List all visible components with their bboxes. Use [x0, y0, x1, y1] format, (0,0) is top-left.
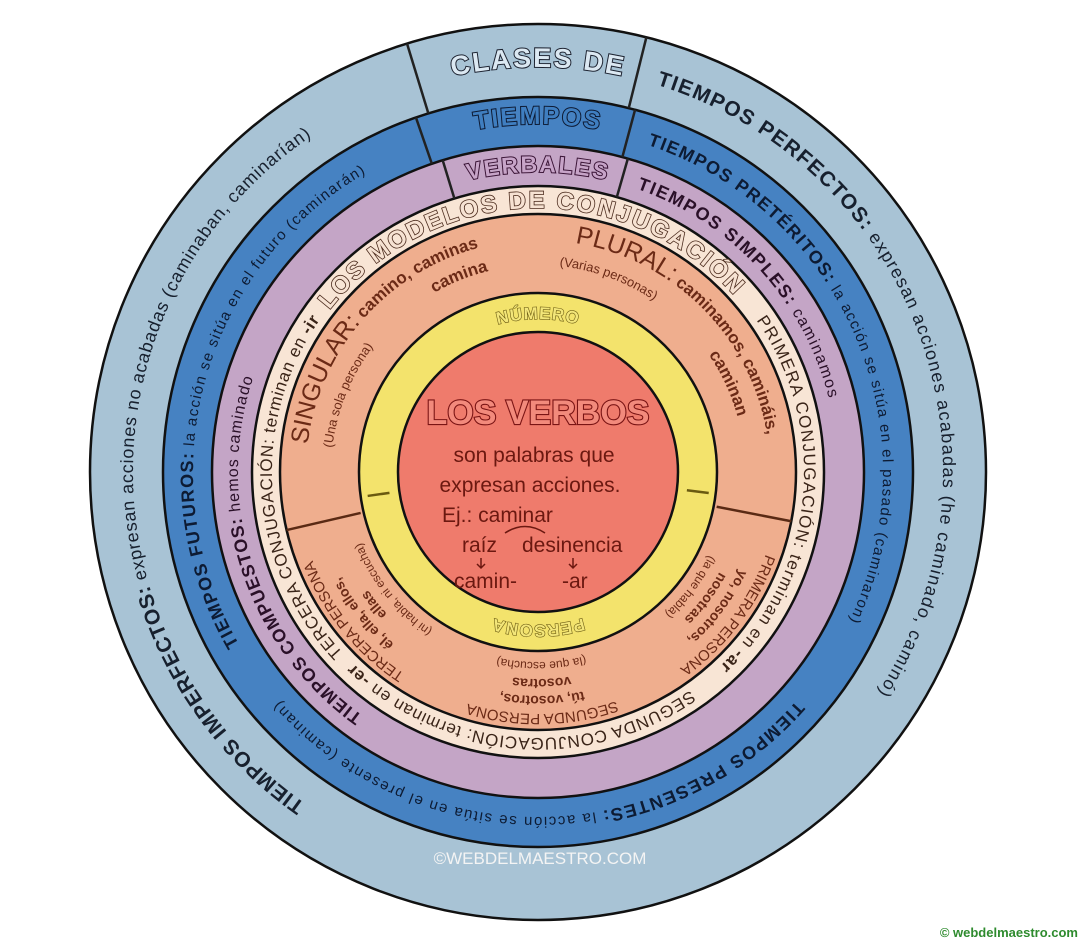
divider-line	[414, 117, 434, 165]
divider-line	[615, 158, 630, 198]
watermark: ©WEBDELMAESTRO.COM	[434, 849, 647, 868]
credit-text: © webdelmaestro.com	[940, 925, 1078, 940]
root-example: camin-	[454, 570, 517, 593]
example-word: Ej.: caminar	[442, 504, 553, 527]
arrow-down-icon	[476, 558, 486, 570]
divider-tick	[686, 489, 709, 495]
center-circle	[396, 330, 680, 614]
divider-line	[627, 37, 648, 109]
divider-line	[441, 159, 456, 199]
title-line-1: CLASES DE	[448, 43, 628, 82]
definition-line-1: son palabras que	[453, 444, 614, 467]
divider-line	[286, 511, 361, 532]
ending-label: desinencia	[522, 534, 623, 557]
divider-line	[716, 505, 792, 523]
split-caret	[504, 525, 546, 534]
divider-line	[405, 43, 430, 114]
second-person-forms-2: vosotras	[511, 673, 573, 692]
arrow-down-icon	[568, 558, 578, 570]
divider-tick	[367, 491, 390, 498]
second-person-forms-1: tú, vosotros,	[498, 688, 586, 709]
definition-line-2: expresan acciones.	[440, 474, 621, 497]
divider-line	[621, 109, 637, 158]
ending-example: -ar	[562, 570, 588, 593]
root-label: raíz	[462, 534, 497, 557]
second-person-note: (la que escucha)	[495, 653, 588, 673]
center-title: LOS VERBOS	[427, 394, 650, 432]
